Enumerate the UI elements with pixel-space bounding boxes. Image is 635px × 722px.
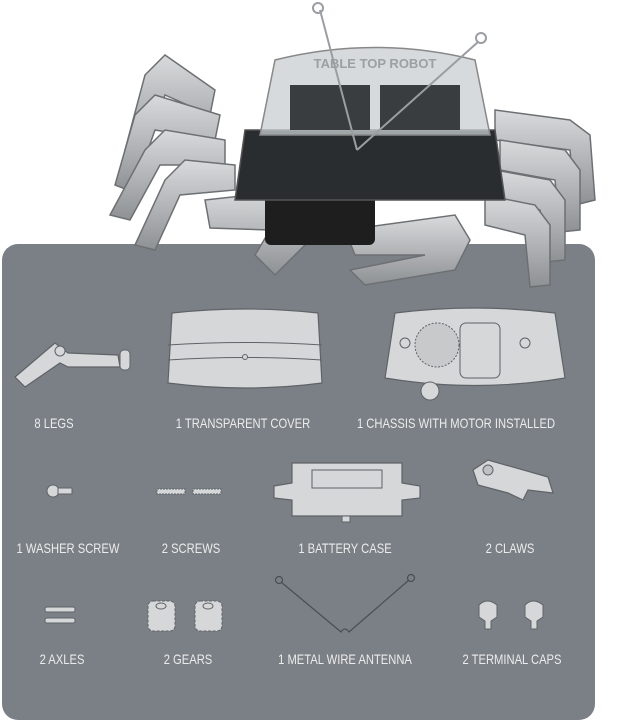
axles-icon [44,606,76,624]
gears-icon [147,600,223,632]
screws-icon [156,488,222,495]
battery-case-icon [273,462,421,523]
antenna-icon [274,573,416,633]
part-label-washer-screw: 1 WASHER SCREW [16,540,120,556]
part-label-antenna: 1 METAL WIRE ANTENNA [278,651,412,667]
assembled-robot-image: TABLE TOP ROBOT [108,2,596,288]
washer-screw-icon [46,484,73,498]
part-label-axles: 2 AXLES [39,651,85,667]
part-label-chassis: 1 CHASSIS WITH MOTOR INSTALLED [356,415,556,431]
part-label-legs: 8 LEGS [34,415,74,431]
part-label-screws: 2 SCREWS [161,540,221,556]
part-label-terminal-caps: 2 TERMINAL CAPS [462,651,562,667]
leg-icon [14,342,131,388]
part-label-cover: 1 TRANSPARENT COVER [175,415,311,431]
part-label-gears: 2 GEARS [163,651,213,667]
transparent-cover-icon [167,308,323,389]
claw-icon [472,459,554,501]
terminal-caps-icon [478,600,544,630]
part-label-claws: 2 CLAWS [485,540,535,556]
cover-logo-text: TABLE TOP ROBOT [314,56,437,71]
part-label-battery-case: 1 BATTERY CASE [298,540,392,556]
chassis-icon [384,307,566,401]
